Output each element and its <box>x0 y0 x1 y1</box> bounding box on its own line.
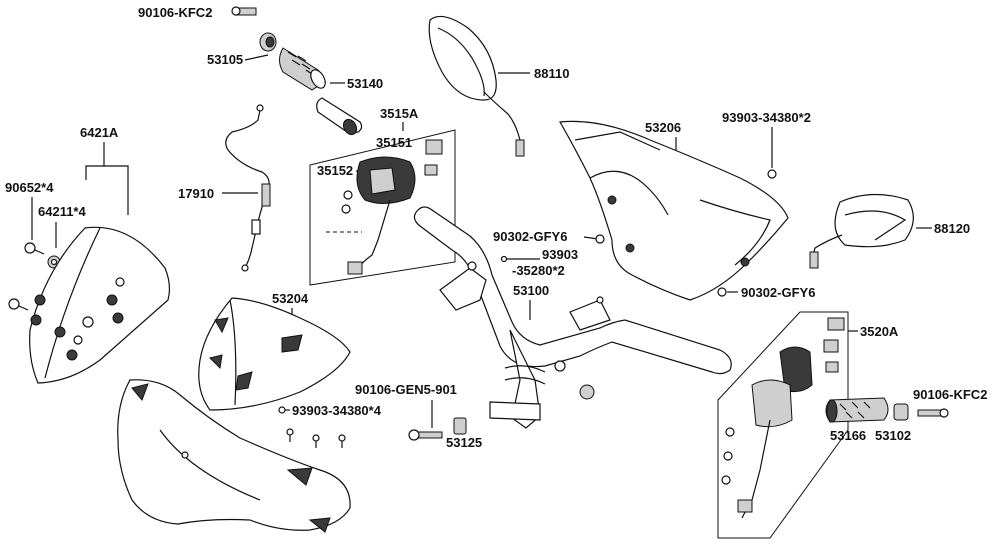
throttle-cable <box>225 104 271 272</box>
grip-left <box>279 47 363 136</box>
bar-end-weight-left <box>259 32 277 52</box>
mirror-right <box>809 193 914 269</box>
label-mirror-right: 88120 <box>934 221 970 236</box>
label-weight-left: 53105 <box>207 52 243 67</box>
label-grip-left: 53140 <box>347 76 383 91</box>
label-front-cover: 53204 <box>272 291 309 306</box>
handle-rear-cover <box>559 120 789 301</box>
label-switch-part-a: 35151 <box>376 135 412 150</box>
windscreen-part <box>29 226 171 384</box>
front-cover <box>198 297 351 411</box>
label-screw-front: 93903-34380*4 <box>292 403 382 418</box>
label-switch-left-assy: 3515A <box>380 106 419 121</box>
label-bolt-collar: 90106-GEN5-901 <box>355 382 457 397</box>
switch-left-housing <box>341 139 443 275</box>
label-screw-set: 90652*4 <box>5 180 54 195</box>
screw-rear <box>767 169 777 179</box>
label-windscreen: 6421A <box>80 125 119 140</box>
screw-front-set <box>278 406 346 448</box>
label-mirror-left: 88110 <box>534 66 569 81</box>
label-cable: 17910 <box>178 186 214 201</box>
label-grommet-set: 64211*4 <box>38 204 86 219</box>
label-switch-right-assy: 3520A <box>860 324 899 339</box>
label-screw-rear: 93903-34380*2 <box>722 110 811 125</box>
switch-right-assy-box <box>717 311 849 539</box>
label-grip-right: 53166 <box>830 428 866 443</box>
lower-cover <box>117 379 351 533</box>
label-handlebar: 53100 <box>513 283 549 298</box>
label-screw-mid: 93903 <box>542 247 578 262</box>
label-bolt-mid: 90302-GFY6 <box>493 229 567 244</box>
label-bolt-right-lower: 90302-GFY6 <box>741 285 815 300</box>
switch-left-assy-box <box>309 129 456 286</box>
label-collar: 53125 <box>446 435 482 450</box>
bar-end-bolt-right <box>917 408 949 418</box>
switch-right-housing <box>721 317 845 519</box>
bar-end-bolt-top <box>231 6 257 16</box>
label-switch-part-b: 35152 <box>317 163 353 178</box>
label-bolt-right: 90106-KFC2 <box>913 387 987 402</box>
collar-53125 <box>453 417 467 435</box>
label-screw-mid-qty: -35280*2 <box>512 263 565 278</box>
label-handle-rear-cover: 53206 <box>645 120 681 135</box>
mirror-left <box>428 15 525 157</box>
label-bolt-top: 90106-KFC2 <box>138 5 212 20</box>
handlebar <box>413 206 732 429</box>
screw-left <box>8 242 45 311</box>
grip-right <box>825 397 889 423</box>
bolt-collar <box>408 429 443 441</box>
label-weight-right: 53102 <box>875 428 911 443</box>
bar-end-weight-right <box>893 403 909 421</box>
